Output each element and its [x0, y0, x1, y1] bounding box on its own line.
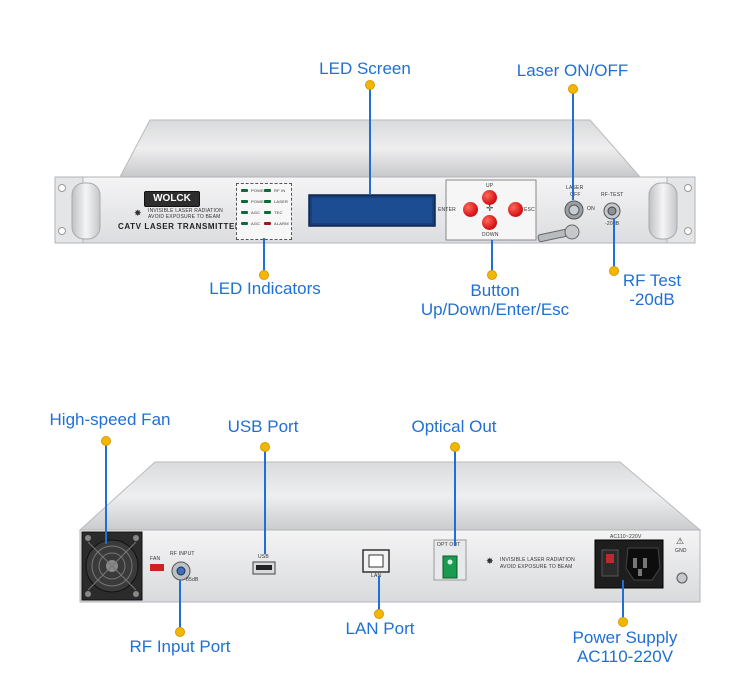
callout-dot: [101, 436, 111, 446]
callout-dot: [374, 609, 384, 619]
usb-label: USB: [258, 554, 269, 560]
callout-dot: [487, 270, 497, 280]
callout-line: [378, 576, 380, 614]
callout-dot: [259, 270, 269, 280]
led-rf-in: RF IN: [264, 188, 285, 193]
warning-triangle-icon: ⚠: [676, 536, 685, 546]
led-tec: TEC: [264, 210, 283, 215]
callout-led-screen: LED Screen: [319, 59, 411, 78]
rear-warning-line1: INVISIBLE LASER RADIATION: [500, 557, 575, 563]
callout-power-line1: Power Supply: [572, 628, 678, 647]
led-label: RF IN: [274, 188, 286, 193]
callout-rf-test-line2: -20dB: [629, 290, 675, 309]
laser-on-label: ON: [587, 206, 595, 212]
front-warning-line1: INVISIBLE LASER RADIATION: [148, 208, 223, 214]
led-label: AGC: [251, 221, 261, 226]
callout-line: [622, 580, 624, 622]
callout-line: [264, 446, 266, 554]
down-label: DOWN: [482, 232, 499, 238]
down-button[interactable]: [482, 215, 497, 230]
led-label: POWER1: [251, 188, 270, 193]
callout-line: [179, 580, 181, 630]
laser-warning-icon: ✸: [486, 556, 494, 566]
laser-key-switch[interactable]: [564, 200, 584, 220]
led-laser: LASER: [264, 199, 288, 204]
callout-line: [572, 90, 574, 200]
callout-usb-port: USB Port: [227, 417, 299, 436]
callout-line: [369, 84, 371, 194]
callout-led-indicators: LED Indicators: [209, 279, 321, 298]
led-label: LASER: [274, 199, 289, 204]
callout-dot: [609, 266, 619, 276]
up-button[interactable]: [482, 190, 497, 205]
callout-dot: [175, 627, 185, 637]
led-label: AGC: [251, 210, 261, 215]
power-switch[interactable]: [602, 550, 618, 576]
rf-input-port[interactable]: [172, 562, 190, 580]
high-speed-fan: [82, 532, 142, 600]
laser-off-label: OFF: [570, 192, 581, 198]
power-label: AC110~220V: [610, 534, 642, 540]
callout-dot: [365, 80, 375, 90]
callout-line: [263, 238, 265, 274]
led-label: POWER2: [251, 199, 270, 204]
enter-label: ENTER: [438, 207, 456, 213]
rf-test-value: -20dB: [605, 221, 619, 227]
fan-label: FAN: [150, 556, 161, 562]
callout-line: [491, 240, 493, 274]
callout-high-speed-fan: High-speed Fan: [49, 410, 171, 429]
front-warning-line2: AVOID EXPOSURE TO BEAM: [148, 214, 221, 220]
led-power1: POWER1: [241, 188, 270, 193]
callout-button-line1: Button: [470, 281, 520, 300]
led-label: TEC: [274, 210, 283, 215]
lan-port[interactable]: [363, 550, 389, 572]
callout-rf-input-port: RF Input Port: [129, 637, 231, 656]
rear-chassis: [78, 461, 702, 603]
callout-laser-on-off: Laser ON/OFF: [516, 61, 629, 80]
brand-logo: WOLCK: [144, 191, 200, 207]
callout-button-line2: Up/Down/Enter/Esc: [420, 300, 570, 319]
gnd-label: GND: [675, 548, 687, 554]
move-cross-icon: ✛: [486, 203, 494, 213]
callout-power-line2: AC110-220V: [576, 647, 674, 666]
rf-input-label: RF INPUT: [170, 551, 195, 557]
led-agc: AGC: [241, 210, 260, 215]
up-label: UP: [486, 183, 494, 189]
callout-rf-test-line1: RF Test: [622, 271, 682, 290]
esc-label: ESC: [524, 207, 535, 213]
led-power2: POWER2: [241, 199, 270, 204]
callout-line: [613, 218, 615, 268]
callout-line: [105, 440, 107, 544]
callout-dot: [568, 84, 578, 94]
callout-dot: [618, 617, 628, 627]
callout-dot: [260, 442, 270, 452]
laser-switch-label: LASER: [566, 185, 584, 191]
product-name: CATV LASER TRANSMITTER: [118, 222, 242, 231]
rf-test-port[interactable]: [603, 202, 621, 220]
esc-button[interactable]: [508, 202, 523, 217]
enter-button[interactable]: [463, 202, 478, 217]
callout-dot: [450, 442, 460, 452]
callout-line: [454, 446, 456, 546]
callout-lan-port: LAN Port: [345, 619, 415, 638]
brand-name: WOLCK: [153, 193, 191, 204]
rear-warning-line2: AVOID EXPOSURE TO BEAM: [500, 564, 573, 570]
callout-optical-out: Optical Out: [411, 417, 497, 436]
rf-test-label: RF-TEST: [601, 192, 624, 198]
laser-warning-icon: ✸: [134, 208, 142, 218]
led-agc-2: AGC: [241, 221, 260, 226]
usb-port[interactable]: [253, 562, 275, 574]
rf-input-value: 85dB: [186, 577, 199, 583]
power-inlet[interactable]: [626, 548, 660, 580]
opt-out-label: OPT OUT: [437, 542, 461, 548]
lan-label: LAN: [371, 573, 382, 579]
led-label: ALARM: [274, 221, 289, 226]
gnd-terminal[interactable]: [676, 572, 688, 584]
led-screen: [309, 195, 435, 226]
led-alarm: ALARM: [264, 221, 289, 226]
front-chassis: [54, 119, 696, 244]
optical-out-port[interactable]: [443, 556, 457, 578]
